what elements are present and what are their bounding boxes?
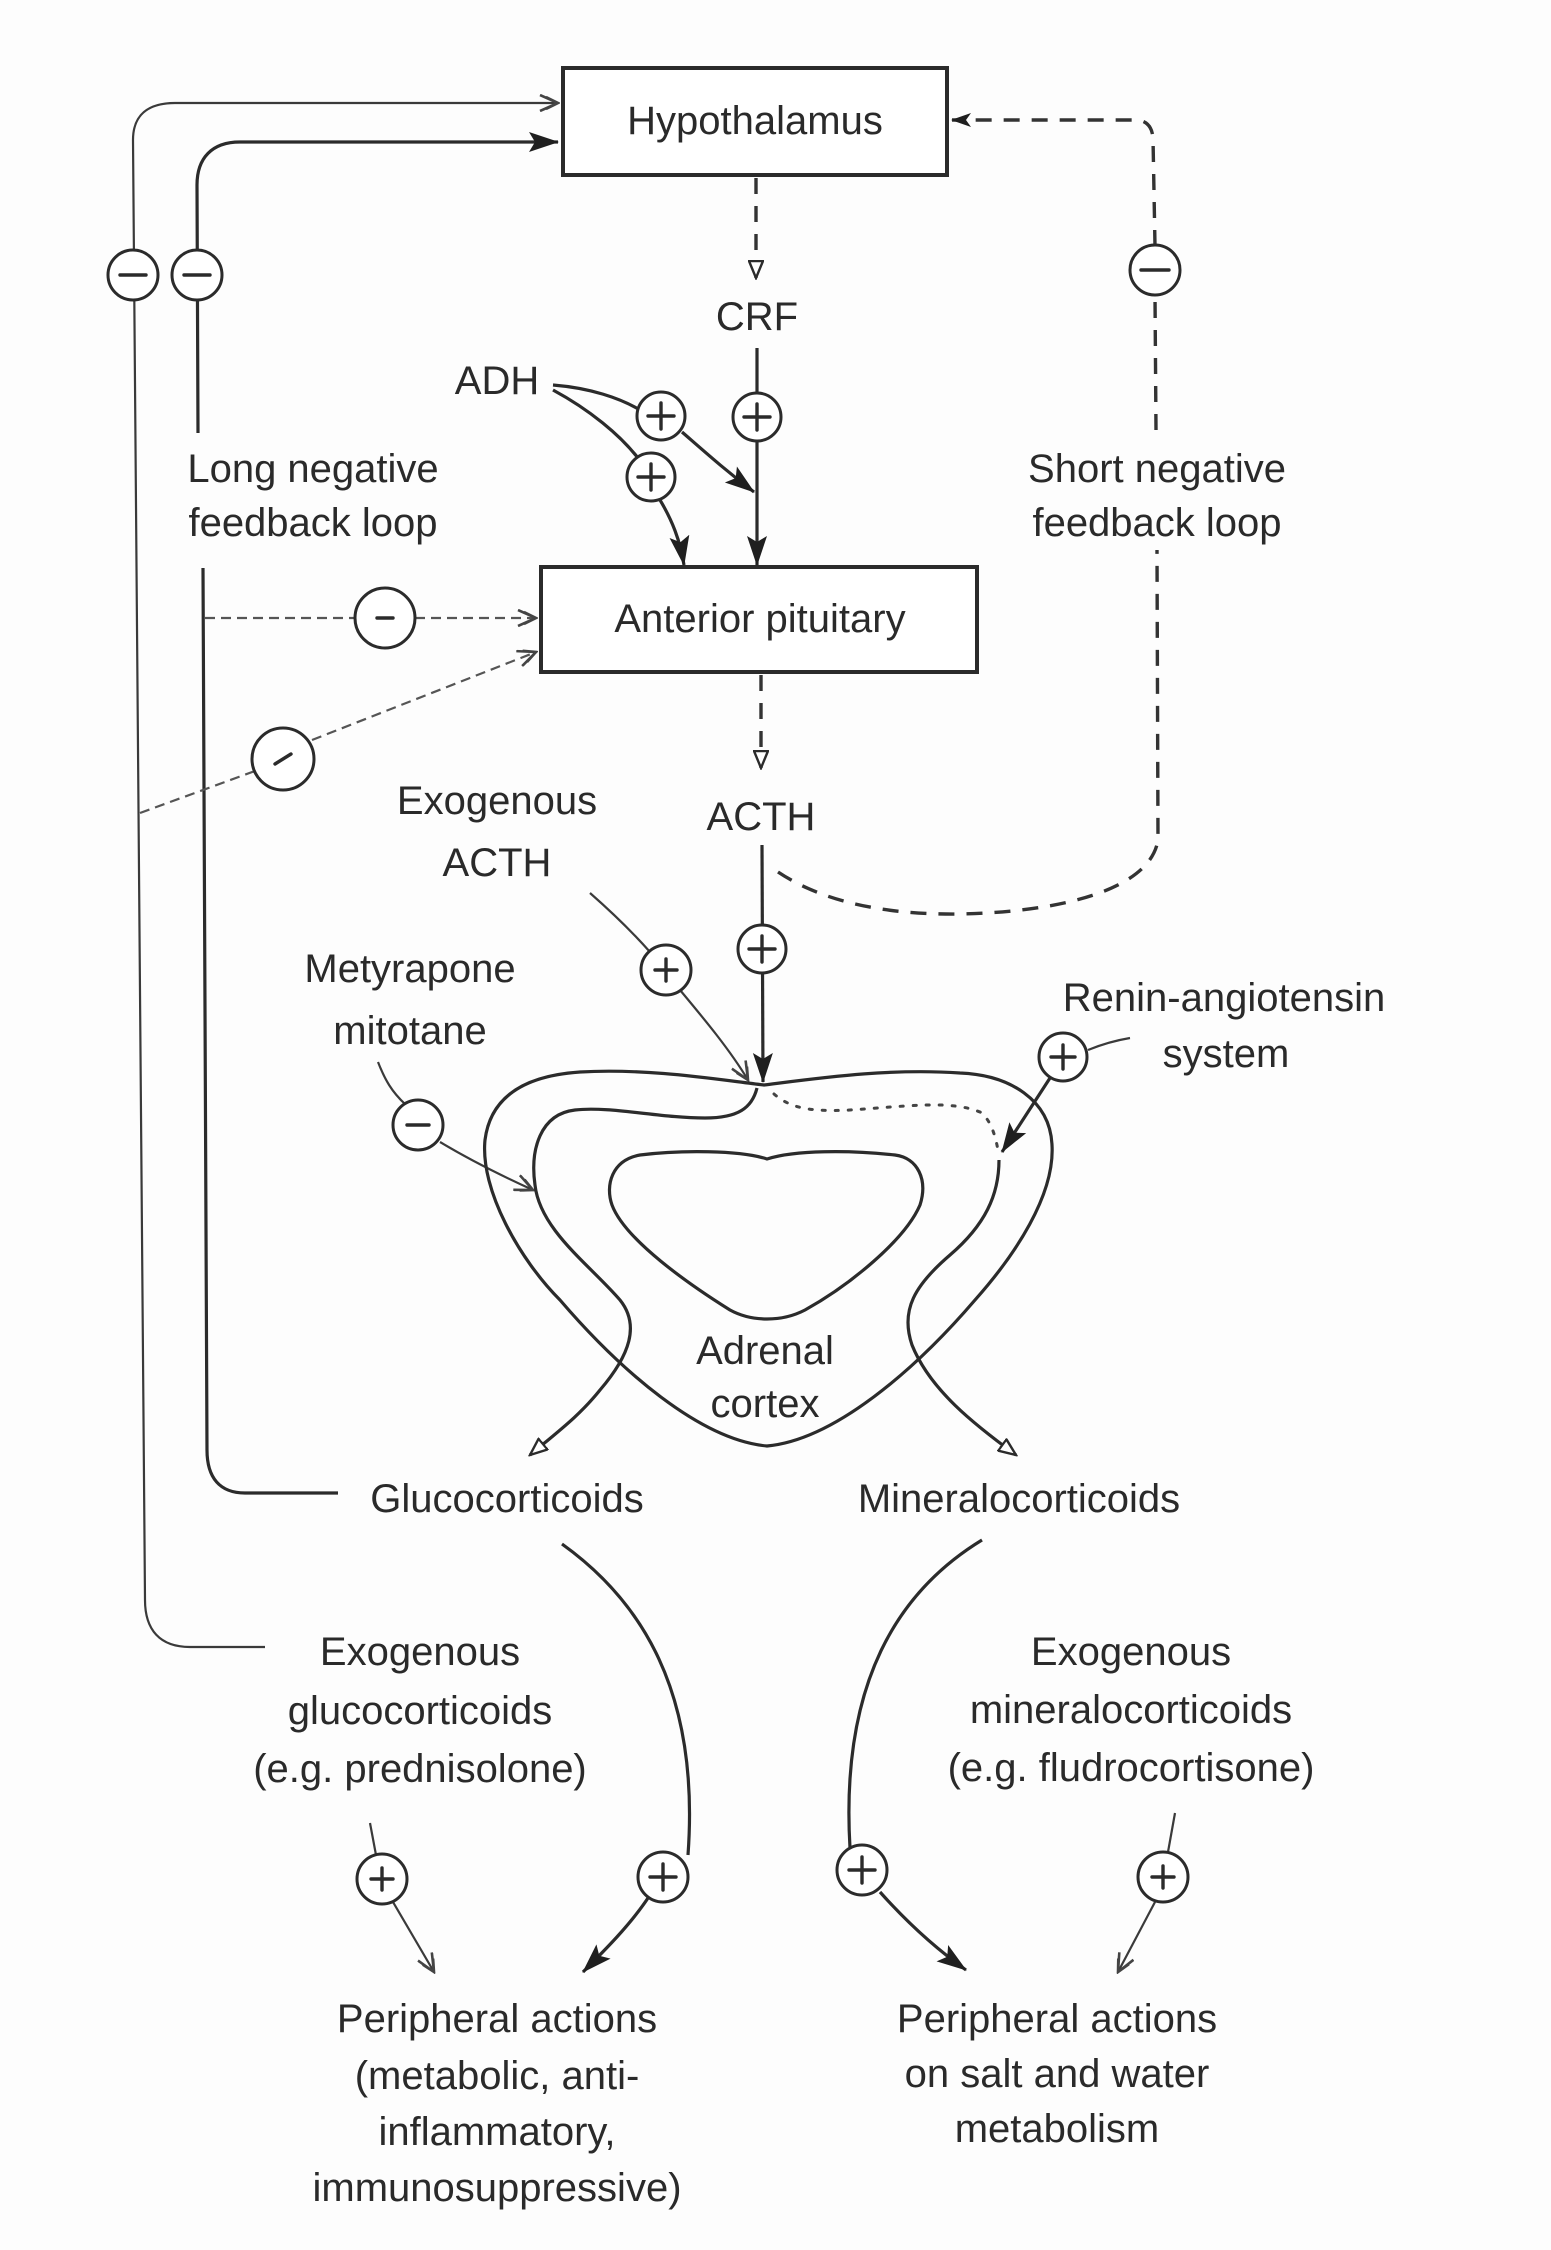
hypothalamus-node: Hypothalamus <box>561 66 949 177</box>
hypothalamus-box <box>561 66 949 177</box>
exogenous-gluco-label-line2: glucocorticoids <box>288 1689 553 1733</box>
mineralocorticoids-label: Mineralocorticoids <box>858 1477 1180 1521</box>
gluco-positive-sign <box>636 1850 690 1904</box>
adh-line-lower <box>552 388 640 459</box>
renin-line <box>1087 1036 1131 1052</box>
adh-to-crf-arrow <box>680 430 755 494</box>
exogenous-acth-arrow <box>679 989 748 1080</box>
mineral-to-peripheral-arrow <box>878 1890 967 1972</box>
renin-positive-sign <box>1037 1031 1089 1083</box>
peripheral-gluco-line1: Peripheral actions <box>337 1997 657 2041</box>
exo-gluco-line <box>368 1822 378 1856</box>
peripheral-mineral-line1: Peripheral actions <box>897 1997 1217 2041</box>
mineral-positive-sign <box>835 1843 889 1897</box>
mineral-curve-upper <box>847 1538 983 1849</box>
renin-label-line1: Renin-angiotensin <box>1063 976 1385 1020</box>
adh-positive-sign-upper <box>635 390 687 442</box>
anterior-pituitary-label: Anterior pituitary <box>614 597 905 641</box>
pituitary-negative-sign-upper <box>353 586 417 650</box>
crf-label: CRF <box>716 295 798 339</box>
adrenal-inner-core <box>607 1150 925 1321</box>
short-loop-to-hypothalamus-arrow <box>951 113 1157 247</box>
short-loop-label-line2: feedback loop <box>1032 501 1281 545</box>
adrenal-middle-contour-right <box>906 1159 1016 1455</box>
long-loop-outer-path <box>131 103 558 1649</box>
adh-line-upper <box>552 383 641 412</box>
short-loop-negative-sign <box>1128 243 1182 297</box>
acth-positive-sign <box>736 923 788 975</box>
long-loop-inner-lower-path <box>201 567 338 1495</box>
pituitary-negative-sign-lower <box>250 726 316 792</box>
metyrapone-negative-sign <box>391 1098 445 1152</box>
outer-to-pituitary-line <box>139 769 256 815</box>
adh-positive-sign-lower <box>625 451 677 503</box>
peripheral-gluco-line3: inflammatory, <box>378 2110 615 2154</box>
peripheral-mineral-line3: metabolism <box>955 2107 1160 2151</box>
exogenous-acth-label-line1: Exogenous <box>397 779 597 823</box>
short-loop-middle-path <box>1153 295 1158 431</box>
adrenal-cortex: Adrenal cortex <box>483 1069 1054 1455</box>
acth-label: ACTH <box>707 795 816 839</box>
metyrapone-label-line2: mitotane <box>333 1009 486 1053</box>
exogenous-acth-positive-sign <box>639 943 693 997</box>
crf-positive-sign <box>731 391 783 443</box>
long-loop-negative-sign-inner <box>170 248 224 302</box>
adh-to-pituitary-arrow <box>658 499 690 566</box>
exogenous-gluco-label-line1: Exogenous <box>320 1630 520 1674</box>
outer-to-pituitary-arrow <box>311 652 536 742</box>
exogenous-mineral-label-line3: (e.g. fludrocortisone) <box>948 1746 1315 1790</box>
anterior-pituitary-box <box>539 565 979 674</box>
gluco-curve-upper <box>561 1542 692 1856</box>
exo-gluco-to-peripheral-arrow <box>392 1901 434 1972</box>
glucocorticoids-label: Glucocorticoids <box>370 1477 643 1521</box>
peripheral-gluco-line2: (metabolic, anti- <box>355 2054 640 2098</box>
long-loop-label-line1: Long negative <box>187 447 438 491</box>
adrenal-label-line1: Adrenal <box>696 1329 834 1373</box>
exo-mineral-positive-sign <box>1136 1850 1190 1904</box>
exo-mineral-line <box>1166 1812 1177 1853</box>
hypothalamus-label: Hypothalamus <box>627 99 883 143</box>
anterior-pituitary-node: Anterior pituitary <box>539 565 979 674</box>
exogenous-gluco-label-line3: (e.g. prednisolone) <box>253 1747 587 1791</box>
adrenal-outer-contour <box>483 1069 1054 1448</box>
exogenous-acth-label-line2: ACTH <box>443 841 552 885</box>
adrenal-middle-contour-left <box>530 1087 759 1455</box>
exo-mineral-to-peripheral-arrow <box>1118 1901 1156 1972</box>
gluco-to-peripheral-arrow <box>581 1897 650 1974</box>
exo-gluco-positive-sign <box>355 1852 409 1906</box>
adrenal-label-line2: cortex <box>711 1382 820 1426</box>
peripheral-mineral-line2: on salt and water <box>905 2052 1210 2096</box>
short-loop-lower-path <box>777 549 1160 916</box>
exogenous-acth-line <box>589 892 651 953</box>
adrenal-dotted-path <box>772 1092 1000 1152</box>
long-loop-label-line2: feedback loop <box>188 501 437 545</box>
renin-label-line2: system <box>1163 1032 1290 1076</box>
short-loop-label-line1: Short negative <box>1028 447 1286 491</box>
long-loop-negative-sign-outer <box>106 248 160 302</box>
peripheral-gluco-line4: immunosuppressive) <box>312 2166 681 2210</box>
metyrapone-line <box>376 1061 406 1105</box>
renin-arrow <box>1000 1077 1052 1153</box>
exogenous-mineral-label-line1: Exogenous <box>1031 1630 1231 1674</box>
adh-label: ADH <box>455 359 539 403</box>
long-loop-inner-upper-path <box>195 132 559 434</box>
metyrapone-label-line1: Metyrapone <box>304 947 515 991</box>
exogenous-mineral-label-line2: mineralocorticoids <box>970 1688 1292 1732</box>
